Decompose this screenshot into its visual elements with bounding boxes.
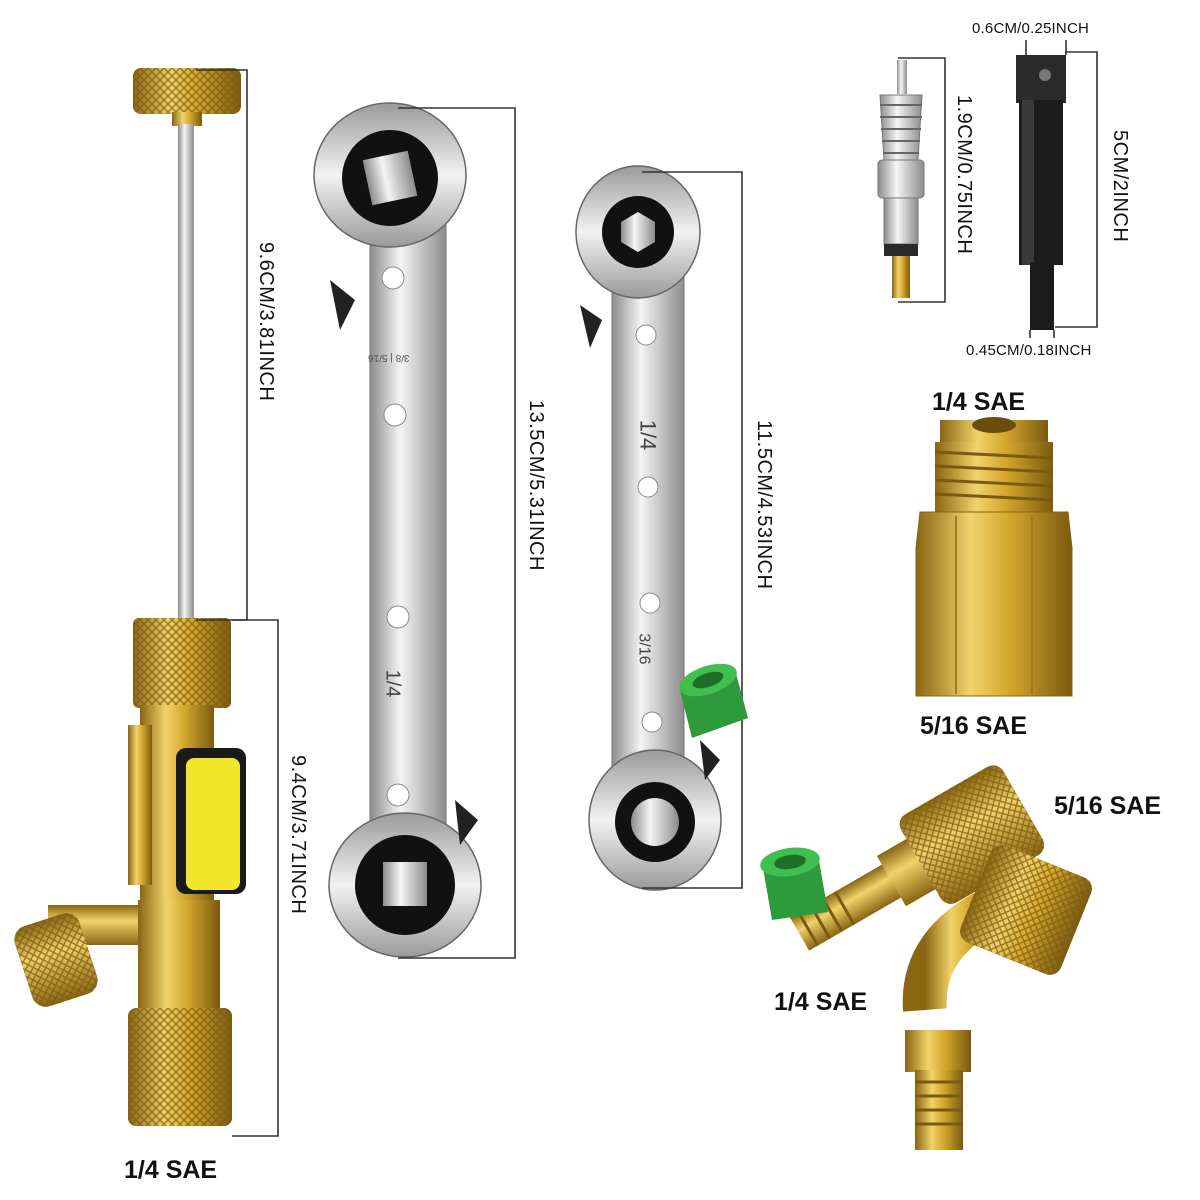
adapter-bottom-label: 5/16 SAE <box>920 712 1028 740</box>
bit-top-width-label: 0.6CM/0.25INCH <box>972 20 1090 37</box>
adapter-top-label: 1/4 SAE <box>932 388 1026 416</box>
hex-bit <box>1016 40 1098 338</box>
bit-length-label: 5CM/2INCH <box>1109 130 1131 243</box>
tool-bottom-label: 1/4 SAE <box>124 1156 218 1184</box>
wrench-large-length-label: 13.5CM/5.31INCH <box>525 400 547 571</box>
small-wrench-top-marking: 1/4 <box>635 419 661 451</box>
seal-2 <box>760 847 828 920</box>
valve-core-tool <box>14 68 279 1137</box>
large-wrench-bottom-marking: 1/4 <box>381 669 404 698</box>
core-length-label: 1.9CM/0.75INCH <box>953 95 975 255</box>
angled-coupler <box>902 845 1092 1150</box>
seal-1 <box>679 663 748 738</box>
large-wrench-top-marking: 3/8 | 5/16 <box>368 352 410 363</box>
small-wrench-bottom-marking: 3/16 <box>635 633 653 665</box>
seals-label: 1/4 SAE <box>774 988 868 1016</box>
bit-bottom-width-label: 0.45CM/0.18INCH <box>966 342 1092 359</box>
valve-length-label: 9.4CM/3.71INCH <box>287 755 309 915</box>
valve-core <box>877 57 946 303</box>
wrench-small-length-label: 11.5CM/4.53INCH <box>753 420 775 590</box>
small-ratchet-wrench <box>575 165 743 891</box>
coupler-label: 5/16 SAE <box>1054 792 1162 820</box>
rod-length-label: 9.6CM/3.81INCH <box>255 242 277 402</box>
hex-adapter <box>915 417 1073 697</box>
large-ratchet-wrench <box>313 102 516 959</box>
